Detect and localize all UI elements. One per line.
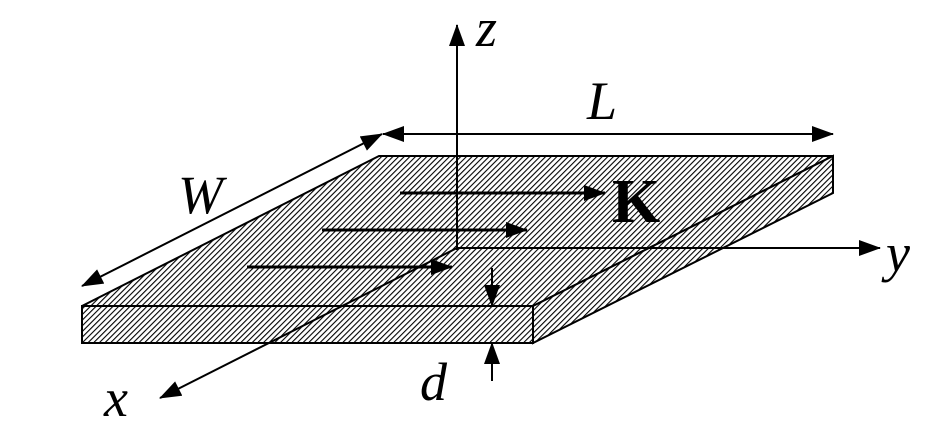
width-dimension-line	[81, 133, 383, 287]
x-axis	[159, 247, 458, 399]
current-density-label: K	[612, 168, 660, 236]
width-label: W	[178, 165, 228, 225]
x-axis-label: x	[103, 368, 128, 428]
thickness-label: d	[420, 352, 448, 412]
length-label: L	[586, 71, 617, 131]
y-axis-label: y	[881, 223, 910, 283]
slab-side-face	[532, 154, 834, 345]
z-axis-label: z	[475, 0, 497, 58]
